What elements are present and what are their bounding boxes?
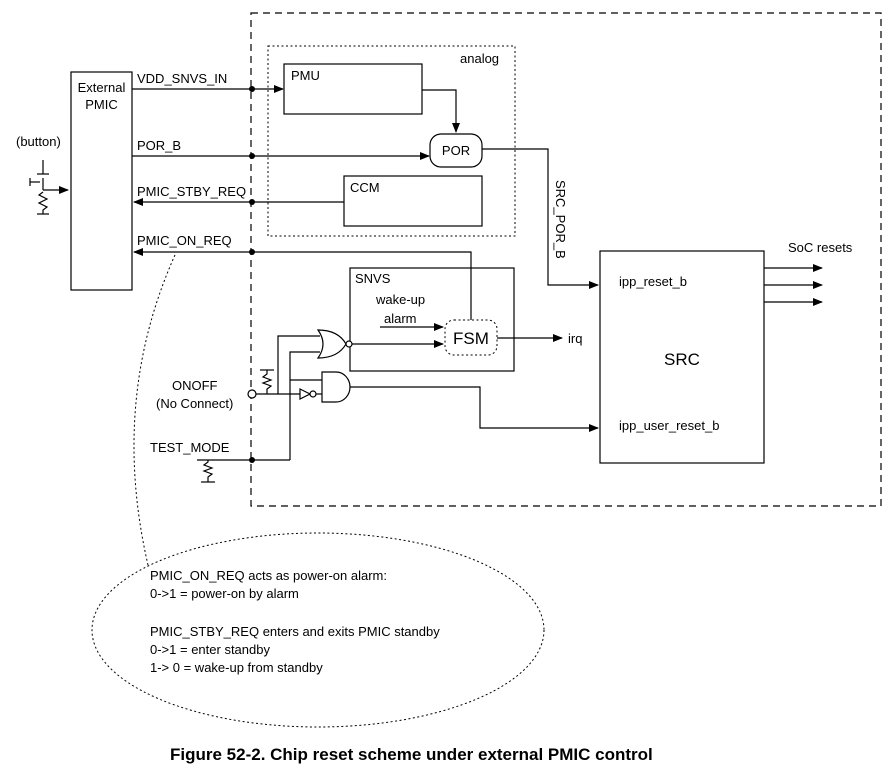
ipp-user-reset-b-label: ipp_user_reset_b xyxy=(619,418,719,433)
external-pmic-label-1: External xyxy=(78,80,126,95)
note-line-5: 0->1 = enter standby xyxy=(150,642,270,657)
button-label: (button) xyxy=(16,134,61,149)
wakeup-label-2: alarm xyxy=(384,311,417,326)
or-gate-bubble-icon xyxy=(345,340,353,348)
src-label: SRC xyxy=(664,350,700,369)
pmu-label: PMU xyxy=(291,68,320,83)
ccm-block xyxy=(343,175,483,227)
soc-resets-label: SoC resets xyxy=(788,240,853,255)
vdd-snvs-in-label: VDD_SNVS_IN xyxy=(137,71,227,86)
onoff-to-or-wire xyxy=(277,335,320,394)
pmu-block xyxy=(283,63,423,115)
inverter-bubble-icon xyxy=(309,390,317,398)
chip-boundary xyxy=(250,12,882,507)
inverter-icon xyxy=(299,388,312,400)
fsm-label: FSM xyxy=(453,329,489,348)
figure-caption: Figure 52-2. Chip reset scheme under ext… xyxy=(170,745,653,764)
onoff-label-1: ONOFF xyxy=(172,378,218,393)
and-gate-icon xyxy=(321,371,351,403)
vdd-snvs-in-junction xyxy=(249,86,255,92)
onoff-pin-icon xyxy=(247,389,257,399)
note-line-6: 1-> 0 = wake-up from standby xyxy=(150,660,323,675)
pmic-on-req-wire xyxy=(133,248,472,320)
ccm-label: CCM xyxy=(350,180,380,195)
fsm-block xyxy=(444,319,498,356)
pmic-stby-req-label: PMIC_STBY_REQ xyxy=(137,184,246,199)
external-pmic-label-2: PMIC xyxy=(85,97,118,112)
por-label: POR xyxy=(442,143,470,158)
test-mode-junction xyxy=(249,457,255,463)
onoff-label-2: (No Connect) xyxy=(156,396,233,411)
onoff-pullup-icon xyxy=(260,369,274,394)
por-b-label: POR_B xyxy=(137,138,181,153)
src-por-b-wire xyxy=(482,148,599,289)
wakeup-label-1: wake-up xyxy=(375,292,425,307)
external-pmic-block xyxy=(70,71,133,291)
pmic-on-req-label: PMIC_ON_REQ xyxy=(137,233,232,248)
note-ellipse xyxy=(91,532,545,728)
pmic-on-req-junction xyxy=(249,249,255,255)
src-block xyxy=(599,250,765,464)
test-mode-pulldown-icon xyxy=(201,460,215,483)
note-line-1: PMIC_ON_REQ acts as power-on alarm: xyxy=(150,568,387,583)
por-block xyxy=(429,133,483,168)
snvs-label: SNVS xyxy=(355,271,391,286)
test-mode-to-or-wire xyxy=(289,351,320,460)
note-line-2: 0->1 = power-on by alarm xyxy=(150,586,299,601)
analog-domain xyxy=(267,45,516,237)
or-gate-icon xyxy=(316,329,347,359)
ipp-reset-b-label: ipp_reset_b xyxy=(619,274,687,289)
analog-label: analog xyxy=(460,51,499,66)
por-b-junction xyxy=(249,153,255,159)
note-line-4: PMIC_STBY_REQ enters and exits PMIC stan… xyxy=(150,624,440,639)
button-switch-icon xyxy=(29,160,69,215)
pmu-to-por-wire xyxy=(422,89,460,133)
pmic-stby-req-junction xyxy=(249,199,255,205)
and-to-src-wire xyxy=(350,386,599,432)
src-por-b-label: SRC_POR_B xyxy=(553,180,568,259)
irq-label: irq xyxy=(568,331,582,346)
note-leader xyxy=(133,254,176,566)
test-mode-label: TEST_MODE xyxy=(150,440,230,455)
